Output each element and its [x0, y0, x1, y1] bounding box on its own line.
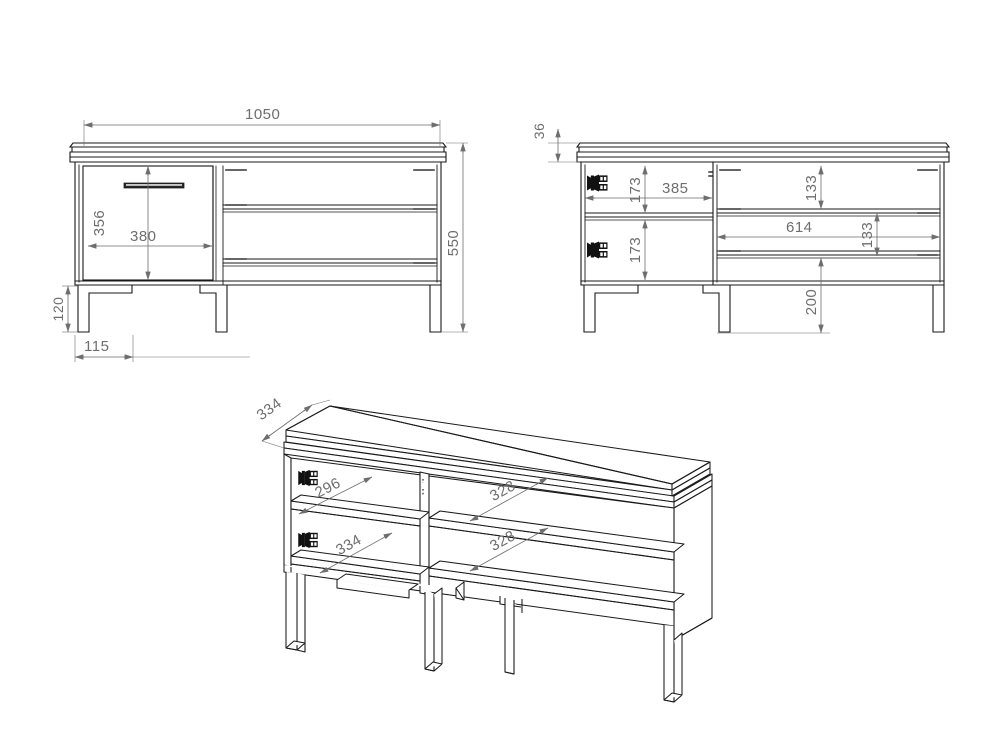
- dim-leg-height: 120: [50, 285, 78, 333]
- isometric-view: [283, 405, 713, 703]
- dim-label-upper-compartment: 173: [627, 177, 644, 204]
- iso-right-top-thickness: [329, 405, 713, 509]
- front-dimensions: 1050 550 356 380 120: [50, 106, 468, 362]
- dim-label-door-width: 380: [130, 228, 157, 245]
- dim-right-upper-shelf: 133: [803, 165, 824, 210]
- iso-right-end-panel: [673, 485, 713, 641]
- front-right-shelves: [222, 165, 438, 286]
- dim-leg-inset: 115: [74, 335, 250, 362]
- front-leg-frame: [74, 280, 442, 333]
- dim-label-door-height: 356: [91, 210, 108, 237]
- section-right-shelves: [708, 169, 941, 259]
- iso-right-lower-shelf: [428, 560, 685, 611]
- dim-top-thickness: 36: [531, 123, 580, 163]
- section-dimensions: 36 173 173 385 133: [531, 123, 941, 334]
- front-top-board: [68, 142, 448, 163]
- dim-label-lower-compartment: 173: [627, 237, 644, 264]
- door-handle: [123, 182, 185, 189]
- section-leg-frame: [580, 280, 945, 333]
- dim-label-leg-height: 120: [50, 297, 66, 322]
- section-top-board: [575, 142, 951, 163]
- dim-upper-compartment: 173: [627, 165, 648, 214]
- dim-label-overall-width: 1050: [245, 106, 280, 123]
- dim-label-left-bay-width: 385: [662, 180, 689, 197]
- dim-overall-height: 550: [441, 142, 468, 333]
- dim-right-lower-height: 200: [717, 257, 830, 334]
- iso-left-lower-shelf: [290, 549, 430, 582]
- dim-lower-compartment: 173: [627, 219, 648, 281]
- section-elevation-view: [575, 142, 951, 333]
- section-left-bay-shelf: [584, 212, 714, 221]
- dim-label-overall-height: 550: [445, 230, 462, 257]
- dim-label-right-upper-shelf: 133: [803, 175, 820, 202]
- iso-left-end-panel: [283, 453, 292, 568]
- dim-door-width: 380: [87, 228, 213, 249]
- dim-left-bay-width: 385: [584, 180, 713, 201]
- dim-right-mid-shelf: 133: [859, 212, 880, 257]
- dim-overall-width: 1050: [83, 106, 441, 146]
- dim-door-height: 356: [91, 165, 151, 281]
- dim-label-right-bay-width: 614: [786, 219, 813, 236]
- dim-label-top-thickness: 36: [531, 123, 547, 140]
- dim-label-leg-inset: 115: [84, 338, 109, 355]
- iso-leg-frame: [283, 565, 683, 703]
- dim-label-right-mid-shelf: 133: [859, 222, 876, 249]
- dim-label-right-lower-height: 200: [803, 289, 820, 316]
- iso-right-upper-shelf: [428, 510, 685, 561]
- dim-right-bay-width: 614: [716, 219, 941, 240]
